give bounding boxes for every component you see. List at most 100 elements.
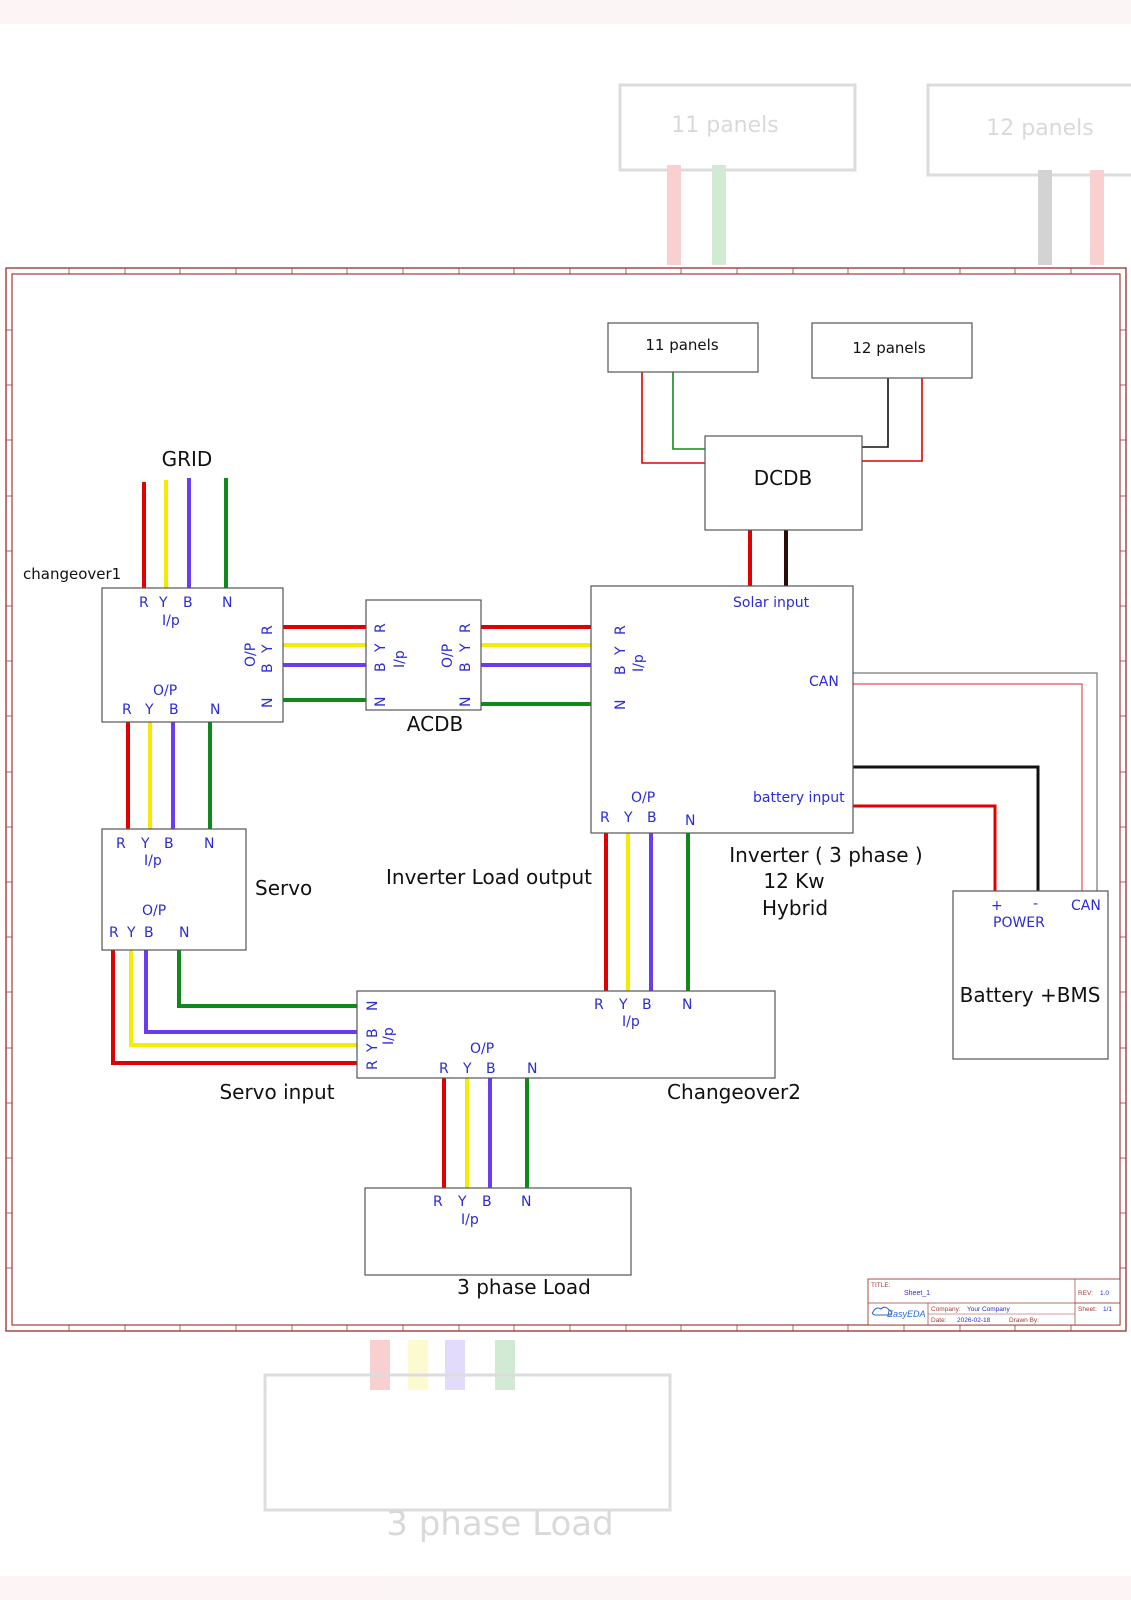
tb-sheet-label: Sheet: (1078, 1306, 1097, 1313)
servo-ip-r: R (116, 836, 126, 852)
load-ip-b: B (482, 1194, 492, 1210)
acdb-ip-b: B (373, 662, 389, 672)
title-block: TITLE: Sheet_1 REV: 1.0 Company: Your Co… (867, 1278, 1121, 1326)
servo-op-n: N (179, 925, 189, 941)
component-boxes (101, 322, 1109, 1276)
co2-op-y: Y (462, 1061, 472, 1077)
tb-title-value: Sheet_1 (904, 1290, 930, 1297)
acdb-ip-n: N (373, 697, 389, 707)
ghost-wire-green (712, 165, 726, 265)
tb-sheet-value: 1/1 (1103, 1306, 1112, 1313)
tb-rev-label: REV: (1078, 1290, 1093, 1297)
sheet-outer-border (5, 267, 1127, 1332)
inv-ip-r: R (613, 625, 629, 635)
co1-ip-n: N (222, 595, 232, 611)
acdb-op-b: B (458, 662, 474, 672)
co2-op-b: B (486, 1061, 496, 1077)
ghost-load-red (370, 1340, 390, 1390)
co2-op-n: N (527, 1061, 537, 1077)
wire-11panels-pos (641, 372, 705, 464)
co2-ip-top-r: R (594, 997, 604, 1013)
inverter-label-line2: 12 Kw (763, 869, 824, 893)
servo-ip-b: B (164, 836, 174, 852)
inv-op-y: Y (623, 810, 633, 826)
ghost-box-11-panels-label: 11 panels (671, 113, 779, 138)
servo-input-label: Servo input (219, 1080, 334, 1104)
frame-ticks (6, 268, 1126, 1331)
changeover1-box[interactable] (101, 587, 284, 723)
dcdb-label: DCDB (754, 466, 813, 490)
panels-12-label: 12 panels (852, 339, 925, 357)
dcdb-box[interactable] (704, 435, 863, 531)
co1-op-bottom-n: N (210, 702, 220, 718)
co2-op-r: R (439, 1061, 449, 1077)
wire-servo-co2-n (177, 950, 357, 1008)
inv-op-label: O/P (631, 790, 655, 806)
battery-box[interactable] (952, 890, 1109, 1060)
ghost-wire-black (1038, 170, 1052, 265)
load-box[interactable] (364, 1187, 632, 1276)
co1-ip-r: R (139, 595, 149, 611)
co1-op-y: Y (260, 644, 276, 654)
batt-plus: + (991, 898, 1003, 914)
thin-wires (641, 370, 1098, 894)
acdb-box[interactable] (365, 599, 482, 711)
acdb-ip-r: R (373, 623, 389, 633)
wire-can-outer (853, 672, 1098, 894)
inverter-load-output-label: Inverter Load output (386, 865, 592, 889)
easyeda-logo: EasyEDA (871, 1306, 926, 1319)
inv-can: CAN (809, 674, 839, 690)
co1-op-bottom-y: Y (144, 702, 154, 718)
ghost-box-load-label: 3 phase Load (386, 1504, 613, 1544)
tb-company-label: Company: (931, 1306, 961, 1313)
co1-op-label-bottom: O/P (153, 683, 177, 699)
load-ip-r: R (433, 1194, 443, 1210)
ghost-box-12-panels (926, 83, 1131, 177)
co2-ip-left-r: R (365, 1060, 381, 1070)
co2-ip-top-n: N (682, 997, 692, 1013)
inverter-box[interactable] (590, 585, 854, 834)
tb-drawn-label: Drawn By: (1009, 1317, 1039, 1324)
acdb-op-r: R (458, 623, 474, 633)
ghost-wire-red-2 (1090, 170, 1104, 265)
co1-op-n: N (260, 698, 276, 708)
co2-op-label: O/P (470, 1041, 494, 1057)
servo-ip-n: N (204, 836, 214, 852)
inv-op-b: B (647, 810, 657, 826)
panels-12-box[interactable] (811, 322, 973, 379)
co1-op-bottom-b: B (169, 702, 179, 718)
servo-op-y: Y (126, 925, 136, 941)
ghost-box-12-panels-label: 12 panels (986, 116, 1094, 141)
inv-ip-b: B (613, 665, 629, 675)
co2-ip-left-b: B (365, 1028, 381, 1038)
co1-ip-y: Y (158, 595, 168, 611)
ghost-bottom-strip (0, 1576, 1131, 1600)
tb-date-value: 2026-02-18 (957, 1317, 991, 1324)
co1-op-label-right: O/P (243, 643, 259, 667)
wire-inv-batt-pos (853, 804, 997, 894)
co2-ip-top-b: B (642, 997, 652, 1013)
servo-op-r: R (109, 925, 119, 941)
acdb-ip-y: Y (373, 643, 389, 653)
wire-12panels-neg (862, 376, 889, 448)
tb-rev-value: 1.0 (1100, 1290, 1109, 1297)
servo-box[interactable] (101, 828, 247, 951)
battery-label: Battery +BMS (960, 983, 1101, 1007)
co2-ip-left-label: I/p (381, 1027, 397, 1045)
wire-inv-batt-neg (853, 765, 1040, 894)
load-label: 3 phase Load (457, 1275, 591, 1299)
co1-op-bottom-r: R (122, 702, 132, 718)
inv-ip-n: N (613, 700, 629, 710)
pin-labels: R Y B N I/p R Y B N O/P O/P R Y B N R Y … (109, 595, 1101, 1228)
panels-11-box[interactable] (607, 322, 759, 373)
batt-minus: - (1033, 896, 1038, 912)
co2-ip-top-y: Y (618, 997, 628, 1013)
servo-op-label: O/P (142, 903, 166, 919)
changeover2-box[interactable] (356, 990, 776, 1079)
ghost-load-green (495, 1340, 515, 1390)
co1-ip-b: B (183, 595, 193, 611)
wires (111, 478, 1040, 1188)
batt-power: POWER (993, 915, 1045, 931)
inv-ip-label: I/p (631, 654, 647, 672)
